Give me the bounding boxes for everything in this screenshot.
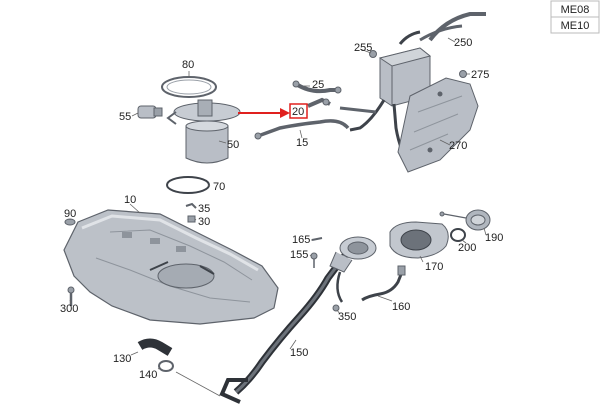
highlight-arrow xyxy=(238,103,308,119)
part-350-clip[interactable] xyxy=(332,304,340,312)
part-10-fuel-tank[interactable] xyxy=(63,209,279,325)
label-90[interactable]: 90 xyxy=(64,208,76,220)
label-270[interactable]: 270 xyxy=(449,140,467,152)
part-255-clip[interactable] xyxy=(369,50,377,58)
part-140-clamp[interactable] xyxy=(158,360,174,372)
part-170-filler-housing[interactable] xyxy=(389,221,449,259)
label-350[interactable]: 350 xyxy=(338,311,356,323)
label-10[interactable]: 10 xyxy=(124,194,136,206)
part-70-oring[interactable] xyxy=(166,176,210,194)
label-80[interactable]: 80 xyxy=(182,59,194,71)
label-250[interactable]: 250 xyxy=(454,37,472,49)
part-80-gasket-ring[interactable] xyxy=(161,76,217,98)
part-20-highlight-box[interactable] xyxy=(289,103,308,119)
label-160[interactable]: 160 xyxy=(392,301,410,313)
label-200[interactable]: 200 xyxy=(458,242,476,254)
label-15[interactable]: 15 xyxy=(296,137,308,149)
label-35[interactable]: 35 xyxy=(198,203,210,215)
variant-tags: ME08 ME10 xyxy=(550,0,600,34)
label-155[interactable]: 155 xyxy=(290,249,308,261)
label-300[interactable]: 300 xyxy=(60,303,78,315)
part-30-nut[interactable] xyxy=(187,215,196,223)
label-50[interactable]: 50 xyxy=(227,139,239,151)
label-165[interactable]: 165 xyxy=(292,234,310,246)
label-30[interactable]: 30 xyxy=(198,216,210,228)
part-250-canister[interactable] xyxy=(378,12,486,107)
part-20-connector[interactable] xyxy=(307,97,331,108)
leader-lines xyxy=(69,37,487,397)
label-275[interactable]: 275 xyxy=(471,69,489,81)
tag-me08[interactable]: ME08 xyxy=(561,4,590,16)
label-70[interactable]: 70 xyxy=(213,181,225,193)
label-25[interactable]: 25 xyxy=(312,79,324,91)
part-200-seal[interactable] xyxy=(450,228,466,242)
label-170[interactable]: 170 xyxy=(425,261,443,273)
label-130[interactable]: 130 xyxy=(113,353,131,365)
part-190-fuel-cap[interactable] xyxy=(439,209,491,231)
part-labels: 80 55 50 70 25 20 15 255 250 275 270 10 … xyxy=(60,37,503,381)
part-130-hose[interactable] xyxy=(137,338,173,356)
part-160-breather[interactable] xyxy=(361,265,406,302)
tag-me10[interactable]: ME10 xyxy=(561,20,590,32)
label-255[interactable]: 255 xyxy=(354,42,372,54)
label-55[interactable]: 55 xyxy=(119,111,131,123)
part-15-hose[interactable] xyxy=(254,119,350,140)
label-140[interactable]: 140 xyxy=(139,369,157,381)
tag-me10-box[interactable] xyxy=(550,16,600,34)
filler-head[interactable] xyxy=(329,236,377,303)
part-55-sender[interactable] xyxy=(137,105,163,119)
part-25-hose[interactable] xyxy=(292,80,342,94)
part-165-clamp[interactable] xyxy=(311,237,323,241)
part-270-heat-shield[interactable] xyxy=(397,77,479,173)
label-150[interactable]: 150 xyxy=(290,347,308,359)
part-155-screw[interactable] xyxy=(310,252,318,268)
part-50-fuel-pump[interactable] xyxy=(166,99,241,164)
label-20[interactable]: 20 xyxy=(292,106,304,118)
canister-lines xyxy=(339,99,404,151)
label-190[interactable]: 190 xyxy=(485,232,503,244)
part-275-clip[interactable] xyxy=(459,70,467,78)
